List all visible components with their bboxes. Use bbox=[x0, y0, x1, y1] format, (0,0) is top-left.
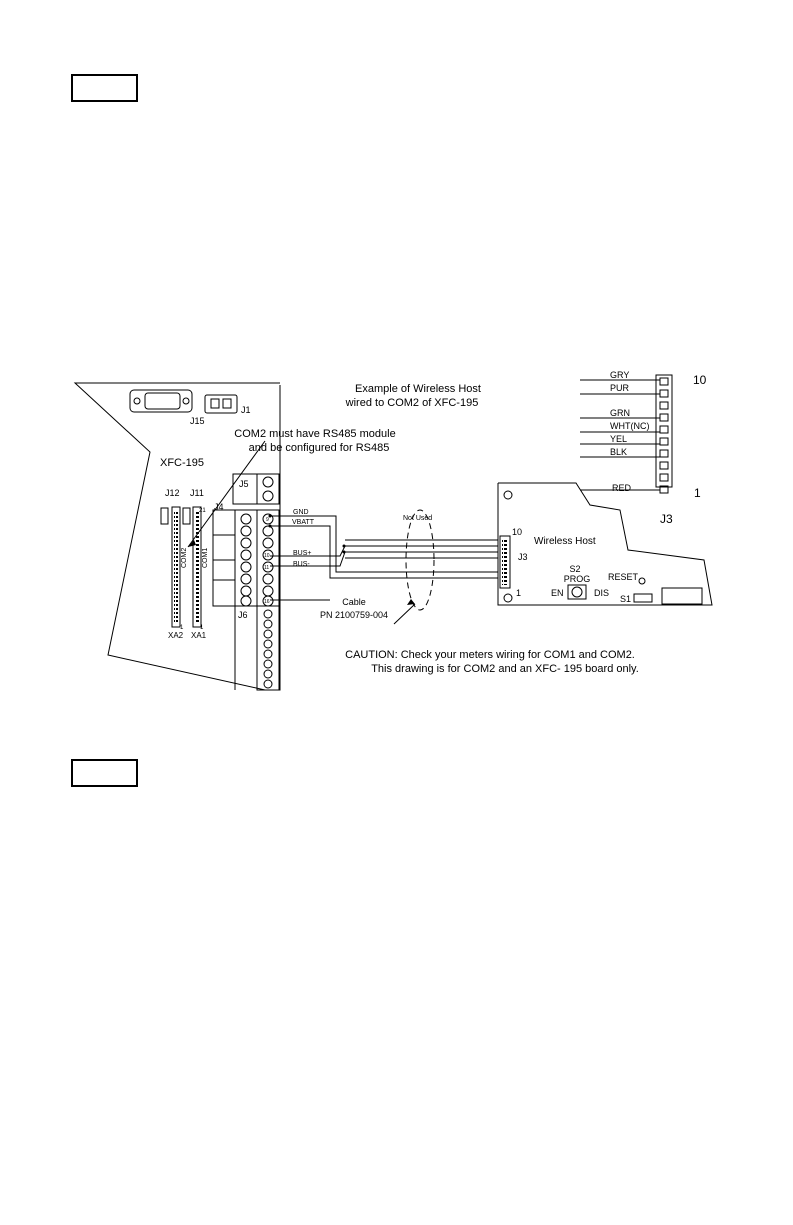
j11-jumper bbox=[182, 507, 191, 525]
caution-line2: This drawing is for COM2 and an XFC- 195… bbox=[371, 663, 639, 675]
board-name: XFC-195 bbox=[160, 457, 204, 469]
com2-socket bbox=[171, 506, 181, 628]
terminal-11: 11 bbox=[264, 565, 269, 571]
wire-bus-minus bbox=[270, 551, 498, 567]
label-j12: J12 bbox=[165, 488, 180, 498]
label-j4: J4 bbox=[214, 502, 224, 512]
j3-color-grn: GRN bbox=[610, 408, 630, 418]
j3-pin1: 1 bbox=[694, 486, 701, 500]
wire-label-vbatt: VBATT bbox=[292, 519, 315, 526]
j3-pin10: 10 bbox=[693, 373, 707, 387]
s2-label: S2 bbox=[569, 564, 580, 574]
title-line1: Example of Wireless Host bbox=[355, 383, 481, 395]
terminal-16: 16 bbox=[264, 599, 270, 605]
top-empty-box bbox=[71, 74, 138, 102]
terminal-9: 9 bbox=[266, 517, 269, 523]
host-pin10: 10 bbox=[512, 527, 522, 537]
cable-line2: PN 2100759-004 bbox=[320, 610, 388, 620]
j15-connector bbox=[129, 389, 193, 413]
wire-bus-plus bbox=[270, 545, 498, 557]
label-j11: J11 bbox=[190, 488, 204, 498]
j3-harness bbox=[655, 374, 673, 488]
j3-color-red: RED bbox=[612, 483, 632, 493]
terminal-10: 10 bbox=[264, 553, 270, 559]
label-pin1b: 1 bbox=[200, 625, 204, 631]
j1-connector bbox=[204, 394, 238, 414]
j6-terminal-strip bbox=[256, 605, 280, 691]
note-line1: COM2 must have RS485 module bbox=[234, 428, 395, 440]
j3-color-pur: PUR bbox=[610, 383, 630, 393]
s1-label: S1 bbox=[620, 594, 631, 604]
label-xa1: XA1 bbox=[191, 631, 207, 640]
s1-button bbox=[633, 593, 653, 603]
caution-line1: CAUTION: Check your meters wiring for CO… bbox=[345, 649, 635, 661]
wire-vbatt bbox=[270, 525, 498, 579]
j12-jumper bbox=[160, 507, 169, 525]
label-pin21: 21 bbox=[199, 508, 206, 514]
bottom-empty-box bbox=[71, 759, 138, 787]
j4-terminal-block bbox=[212, 509, 236, 607]
host-j3-label: J3 bbox=[518, 552, 528, 562]
host-j3-header bbox=[499, 535, 511, 589]
host-right-connector bbox=[661, 587, 703, 605]
j3-color-wht: WHT(NC) bbox=[610, 421, 650, 431]
note-line2: and be configured for RS485 bbox=[249, 442, 390, 454]
wireless-host-label: Wireless Host bbox=[534, 536, 596, 547]
label-com1: COM1 bbox=[202, 548, 209, 568]
cable-line1: Cable bbox=[342, 597, 366, 607]
wire-gnd bbox=[270, 515, 498, 573]
wireless-host-outline bbox=[497, 482, 713, 606]
com1-socket bbox=[192, 506, 202, 628]
cable-ellipse bbox=[405, 509, 435, 611]
prog-label: PROG bbox=[564, 574, 591, 584]
title-line2: wired to COM2 of XFC-195 bbox=[345, 397, 479, 409]
wire-label-gnd: GND bbox=[293, 509, 309, 516]
host-pin1: 1 bbox=[516, 588, 521, 598]
j3-color-yel: YEL bbox=[610, 434, 627, 444]
s2-switch bbox=[567, 584, 587, 600]
en-label: EN bbox=[551, 588, 564, 598]
j3-color-blk: BLK bbox=[610, 447, 627, 457]
wire-label-bus-plus: BUS+ bbox=[293, 550, 311, 557]
wire-label-not-used: Not Used bbox=[403, 515, 432, 522]
xfc-board-outline bbox=[73, 382, 281, 691]
label-com2: COM2 bbox=[181, 548, 188, 568]
reset-label: RESET bbox=[608, 572, 639, 582]
label-pin1a: 1 bbox=[180, 625, 184, 631]
j3-label: J3 bbox=[660, 512, 673, 526]
label-j6: J6 bbox=[238, 610, 248, 620]
label-j1: J1 bbox=[241, 405, 251, 415]
j3-color-gry: GRY bbox=[610, 370, 629, 380]
wire-label-bus-minus: BUS- bbox=[293, 561, 310, 568]
label-j5: J5 bbox=[239, 479, 249, 489]
label-xa2: XA2 bbox=[168, 631, 184, 640]
label-j15: J15 bbox=[190, 416, 205, 426]
dis-label: DIS bbox=[594, 588, 609, 598]
